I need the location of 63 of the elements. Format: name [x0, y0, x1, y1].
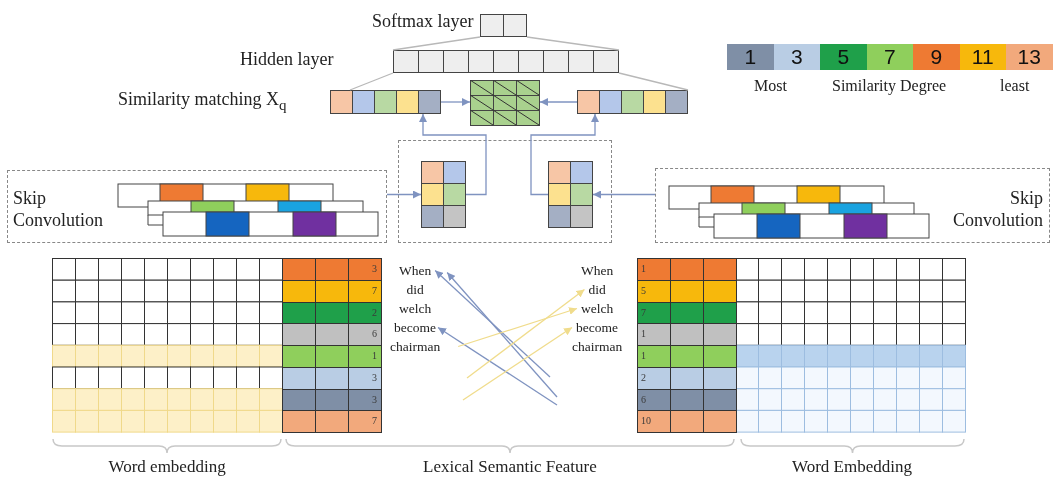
legend-swatch: 5: [820, 44, 867, 70]
arrow: [446, 271, 558, 398]
arrow: [437, 326, 558, 406]
layer-label: Similarity matching X$_{q}$: [118, 89, 287, 114]
word-label: become: [394, 319, 436, 336]
section-label: Lexical Semantic Feature: [423, 456, 597, 478]
legend-swatch: 11: [959, 44, 1006, 70]
table-cell: 6: [348, 323, 382, 346]
table-cell: 1: [637, 323, 671, 346]
dashed-frame: [655, 168, 1050, 243]
arrow: [530, 113, 599, 196]
legend-caption: Similarity Degree: [832, 77, 947, 95]
table-cell: 7: [348, 279, 382, 303]
table-cell: 3: [348, 366, 382, 390]
word-label: did: [588, 281, 606, 298]
legend-swatch: 9: [913, 44, 960, 70]
table-cell: 1: [348, 345, 382, 368]
word-label: welch: [581, 300, 614, 317]
arrow: [466, 288, 586, 379]
dashed-frame: [398, 140, 612, 243]
section-label: Word Embedding: [792, 456, 912, 478]
connector-line: [349, 72, 394, 91]
word-label: When: [399, 262, 432, 279]
matching-matrix: [470, 80, 540, 126]
word-label: When: [581, 262, 614, 279]
section-label: Skip Convolution: [952, 187, 1043, 231]
arrow: [592, 190, 656, 199]
table-cell: 1: [637, 345, 671, 368]
word-label: did: [406, 281, 424, 298]
word-label: chairman: [390, 338, 441, 355]
arrow: [457, 307, 578, 348]
word-label: become: [576, 319, 618, 336]
legend-caption: least: [1000, 77, 1030, 95]
pooling-grid: [548, 161, 593, 228]
connector-line: [392, 36, 481, 51]
table-cell: 7: [348, 410, 382, 433]
section-label: Word embedding: [108, 456, 226, 478]
arrow: [386, 190, 422, 199]
connector-line: [618, 72, 689, 91]
table-cell: 2: [637, 366, 671, 390]
connector-line: [526, 36, 620, 51]
table-cell: 3: [348, 258, 382, 281]
legend-swatch: 3: [773, 44, 820, 70]
layer-label: Hidden layer: [240, 49, 334, 70]
legend-swatch: 13: [1006, 44, 1053, 70]
table-cell: 5: [637, 279, 671, 303]
layer-label: Softmax layer: [372, 11, 474, 32]
vector-box: [577, 90, 688, 114]
word-label: welch: [399, 300, 432, 317]
dashed-frame: [7, 170, 387, 243]
arrow: [539, 98, 578, 106]
arrow: [419, 113, 487, 196]
legend-swatch: 1: [727, 44, 774, 70]
arrow: [434, 269, 551, 378]
pooling-grid: [421, 161, 466, 228]
legend-caption: Most: [754, 77, 787, 95]
legend-swatch: 7: [866, 44, 913, 70]
section-label: Skip Convolution: [13, 187, 104, 231]
table-cell: 10: [637, 410, 671, 433]
table-cell: 1: [637, 258, 671, 281]
word-label: chairman: [572, 338, 623, 355]
arrow: [462, 326, 573, 401]
arrow: [440, 98, 471, 106]
